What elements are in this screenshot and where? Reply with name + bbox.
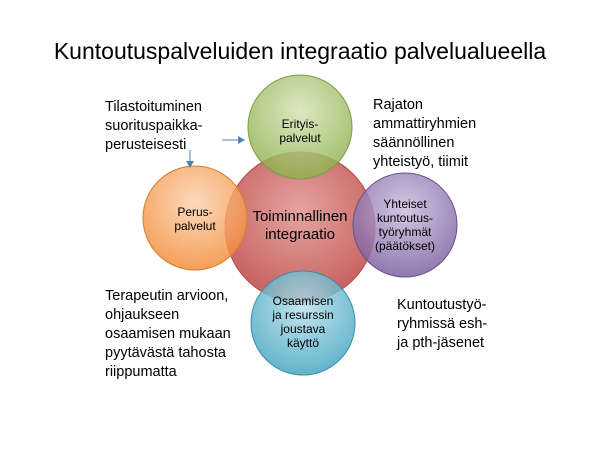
slide-title: Kuntoutuspalveluiden integraatio palvelu…	[53, 38, 547, 64]
label-yhteiset-kuntoutustyoryhmat: Yhteiset kuntoutus- työryhmät (päätökset…	[374, 197, 436, 253]
circle-right	[352, 172, 458, 278]
circle-bottom	[250, 270, 356, 376]
note-tilastoituminen: Tilastoituminen suorituspaikka- perustei…	[105, 99, 203, 153]
circle-left	[142, 165, 248, 271]
note-kuntoutustyoryhmat: Kuntoutustyö- ryhmissä esh- ja pth-jäsen…	[397, 297, 488, 351]
note-terapeutin-arvioon: Terapeutin arvioon, ohjaukseen osaamisen…	[105, 288, 231, 380]
label-erityispalvelut: Erityis- palvelut	[279, 117, 321, 145]
note-rajaton-yhteistyo: Rajaton ammattiryhmien säännöllinen yhte…	[373, 97, 477, 170]
circle-top	[247, 74, 353, 180]
label-center: Toiminnallinen integraatio	[252, 208, 348, 243]
label-peruspalvelut: Perus- palvelut	[174, 205, 216, 233]
label-osaamisen-resurssi: Osaamisen ja resurssin joustava käyttö	[272, 294, 334, 350]
